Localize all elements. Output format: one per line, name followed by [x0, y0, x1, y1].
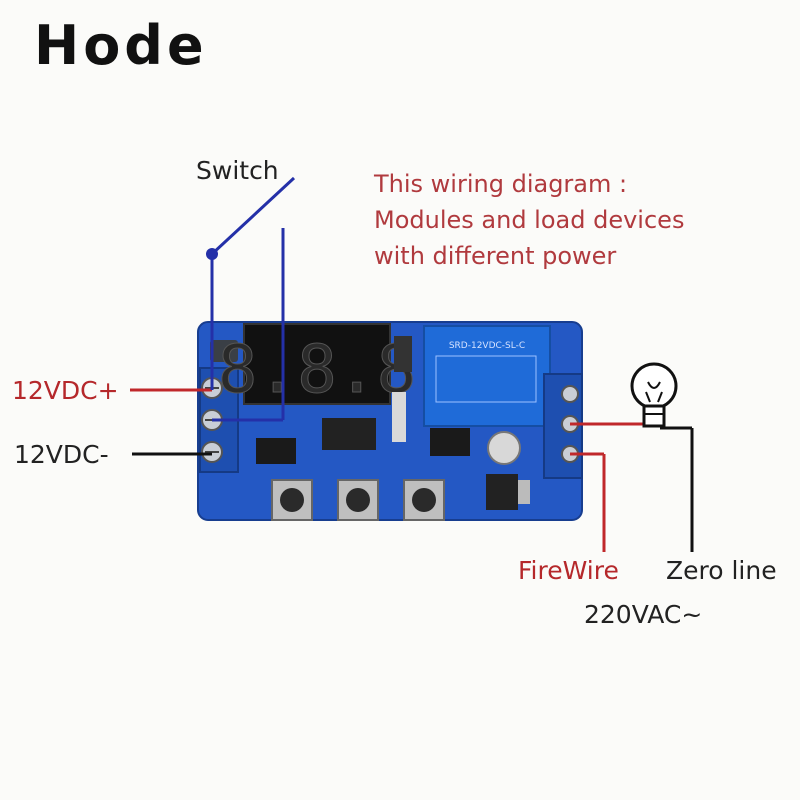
crystal-component [210, 340, 238, 362]
vdc-plus-label: 12VDC+ [12, 376, 119, 405]
seven-segment-display: 8.8.8 [217, 323, 417, 409]
push-buttons [271, 479, 445, 521]
optocoupler-left [256, 438, 296, 464]
vdc-minus-label: 12VDC- [14, 440, 109, 469]
capacitor [487, 431, 521, 465]
vac-label: 220VAC~ [584, 600, 703, 629]
output-terminal-block [543, 373, 583, 479]
relay: SRD-12VDC-SL-C [423, 325, 551, 427]
transistor-tab [518, 480, 530, 504]
switch-label: Switch [196, 156, 279, 185]
brand-logo: Hode [34, 14, 208, 77]
note-line-3: with different power [374, 242, 617, 270]
pin-header [392, 392, 406, 442]
optocoupler-right [430, 428, 470, 456]
ic-chip [322, 418, 376, 450]
load-wiring [570, 422, 694, 552]
note-line-1: This wiring diagram : [374, 170, 628, 198]
transistor [486, 474, 518, 510]
switch-wiring [206, 176, 296, 422]
zero-line-label: Zero line [666, 556, 777, 585]
display-digits: 8.8.8 [218, 331, 417, 408]
jumper-header [394, 336, 412, 372]
light-bulb-icon [630, 362, 678, 428]
relay-label: SRD-12VDC-SL-C [449, 341, 525, 351]
firewire-label: FireWire [518, 556, 619, 585]
note-line-2: Modules and load devices [374, 206, 685, 234]
